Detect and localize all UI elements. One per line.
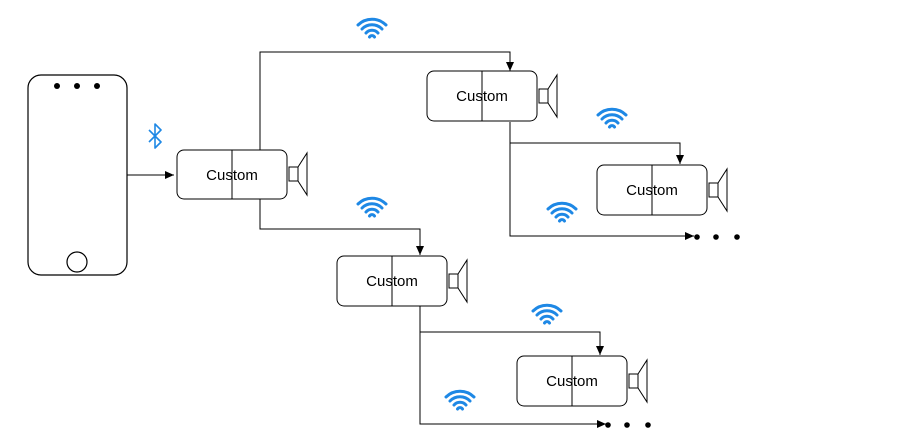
wifi-icon xyxy=(356,17,388,39)
unit-label: Custom xyxy=(546,373,598,390)
speaker-icon xyxy=(538,74,558,118)
speaker-unit: Custom xyxy=(336,255,468,307)
connectors xyxy=(127,51,694,428)
bluetooth-icon xyxy=(148,123,162,149)
connector-unit2-unit4 xyxy=(509,122,684,164)
connector-unit1-unit3 xyxy=(259,199,424,255)
speaker-icon xyxy=(448,259,468,303)
phone-dots xyxy=(54,83,100,89)
speaker-icon xyxy=(708,168,728,212)
smartphone xyxy=(27,74,128,276)
unit-label: Custom xyxy=(456,88,508,105)
speaker-unit: Custom xyxy=(596,164,728,216)
wifi-icon xyxy=(356,196,388,218)
speaker-unit: Custom xyxy=(176,149,308,200)
connector-unit2-more xyxy=(509,143,694,240)
wifi-icon xyxy=(546,201,578,223)
more-units-ellipsis xyxy=(694,234,740,240)
wifi-icon xyxy=(596,107,628,129)
phone-home-button xyxy=(66,251,88,273)
unit-label: Custom xyxy=(626,182,678,199)
speaker-unit: Custom xyxy=(426,70,558,122)
connector-unit3-unit5 xyxy=(419,306,604,355)
speaker-icon xyxy=(288,152,308,196)
unit-label: Custom xyxy=(366,273,418,290)
speaker-unit: Custom xyxy=(516,355,648,407)
wifi-icon xyxy=(444,389,476,411)
connector-unit1-unit2 xyxy=(259,51,514,150)
more-units-ellipsis xyxy=(605,422,651,428)
connector-unit3-more xyxy=(419,332,606,428)
speaker-icon xyxy=(628,359,648,403)
wifi-icon xyxy=(531,303,563,325)
unit-label: Custom xyxy=(206,167,258,184)
